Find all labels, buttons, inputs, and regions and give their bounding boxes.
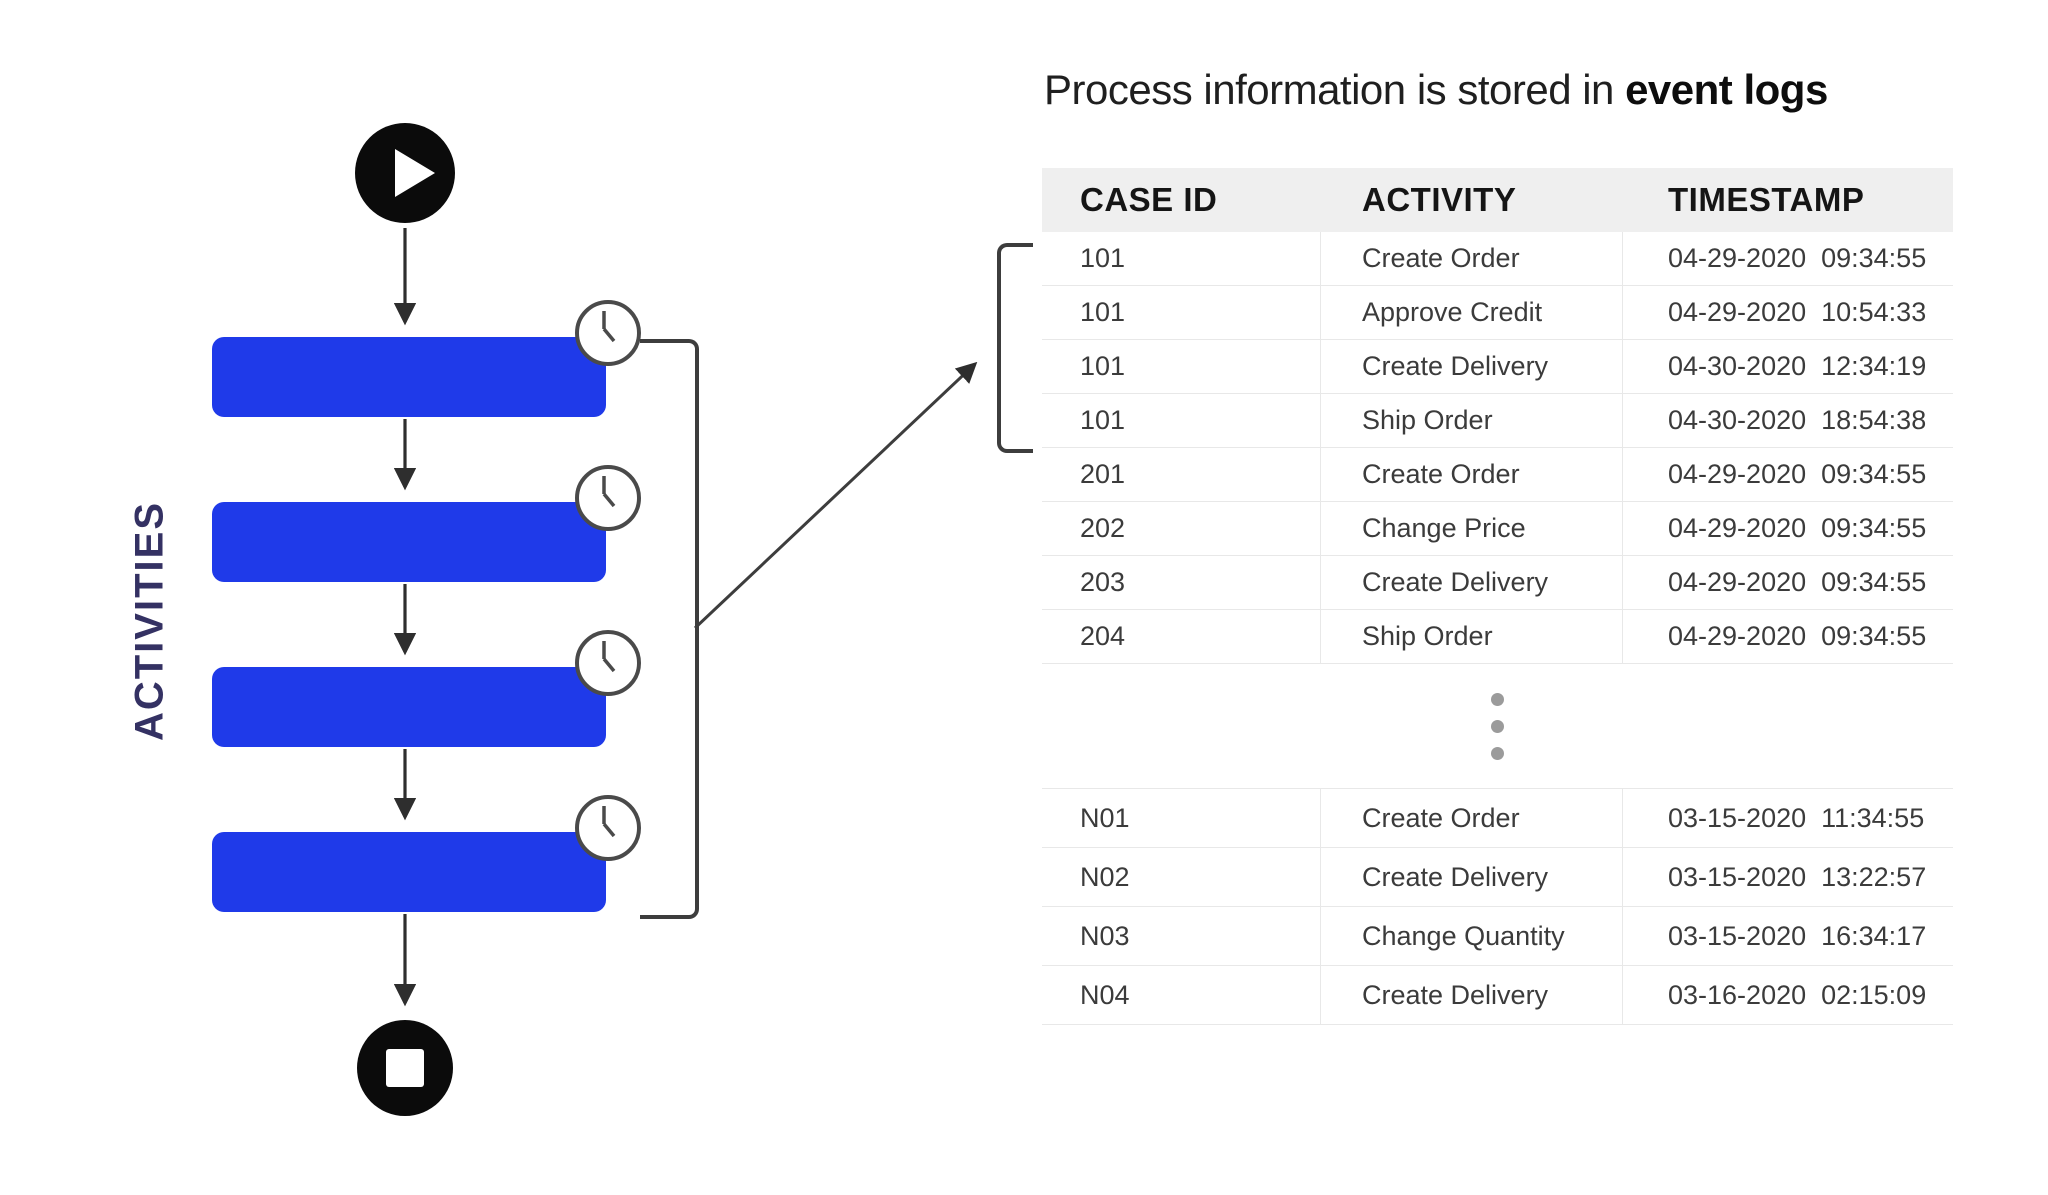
cell-case-id: 101 xyxy=(1042,394,1321,447)
play-triangle xyxy=(395,149,435,197)
title-text: Process information is stored in xyxy=(1044,66,1626,113)
cell-case-id: 202 xyxy=(1042,502,1321,555)
case-101-rows-bracket xyxy=(997,243,1033,453)
activities-axis-label: ACTIVITIES xyxy=(127,500,172,742)
table-row: N04 Create Delivery 03-16-2020 02:15:09 xyxy=(1042,966,1953,1025)
cell-activity: Create Delivery xyxy=(1321,966,1623,1024)
cell-activity: Ship Order xyxy=(1321,610,1623,663)
table-row: 201 Create Order 04-29-2020 09:34:55 xyxy=(1042,448,1953,502)
cell-timestamp: 04-29-2020 10:54:33 xyxy=(1668,297,1927,327)
cell-case-id: 101 xyxy=(1042,340,1321,393)
cell-timestamp: 04-30-2020 18:54:38 xyxy=(1668,405,1927,435)
cell-timestamp: 04-29-2020 09:34:55 xyxy=(1668,243,1927,273)
table-row: 204 Ship Order 04-29-2020 09:34:55 xyxy=(1042,610,1953,664)
stop-icon xyxy=(357,1020,453,1116)
cell-case-id: N03 xyxy=(1042,907,1321,965)
table-row: N01 Create Order 03-15-2020 11:34:55 xyxy=(1042,789,1953,848)
event-rows-bottom: N01 Create Order 03-15-2020 11:34:55 N02… xyxy=(1042,788,1953,1025)
cell-timestamp: 04-30-2020 12:34:19 xyxy=(1668,351,1927,381)
cell-timestamp: 04-29-2020 09:34:55 xyxy=(1668,621,1927,651)
cell-timestamp: 04-29-2020 09:34:55 xyxy=(1668,513,1927,543)
cell-timestamp: 04-29-2020 09:34:55 xyxy=(1668,459,1927,489)
ellipsis-dot xyxy=(1491,692,1504,706)
ellipsis-dot xyxy=(1491,719,1504,733)
cell-case-id: 101 xyxy=(1042,232,1321,285)
clock-icon-3 xyxy=(575,630,641,696)
stop-square xyxy=(386,1049,424,1087)
cell-case-id: 204 xyxy=(1042,610,1321,663)
table-row: N03 Change Quantity 03-15-2020 16:34:17 xyxy=(1042,907,1953,966)
ellipsis-dot xyxy=(1491,746,1504,760)
activity-box-3 xyxy=(212,667,606,747)
clock-icon-1 xyxy=(575,300,641,366)
cell-case-id: N02 xyxy=(1042,848,1321,906)
bracket-to-table-arrow xyxy=(693,361,978,630)
table-row: N02 Create Delivery 03-15-2020 13:22:57 xyxy=(1042,848,1953,907)
activity-box-1 xyxy=(212,337,606,417)
clock-icon-2 xyxy=(575,465,641,531)
activity-box-4 xyxy=(212,832,606,912)
cell-activity: Create Delivery xyxy=(1321,556,1623,609)
cell-timestamp: 03-15-2020 13:22:57 xyxy=(1668,861,1927,892)
vertical-ellipsis-dots xyxy=(1042,664,1953,788)
clock-icon-4 xyxy=(575,795,641,861)
table-row: 101 Create Delivery 04-30-2020 12:34:19 xyxy=(1042,340,1953,394)
cell-case-id: 101 xyxy=(1042,286,1321,339)
cell-timestamp: 03-15-2020 16:34:17 xyxy=(1668,920,1927,951)
cell-timestamp: 03-16-2020 02:15:09 xyxy=(1668,979,1927,1010)
table-row: 202 Change Price 04-29-2020 09:34:55 xyxy=(1042,502,1953,556)
table-row: 101 Ship Order 04-30-2020 18:54:38 xyxy=(1042,394,1953,448)
cell-case-id: 201 xyxy=(1042,448,1321,501)
page-title: Process information is stored in event l… xyxy=(1044,66,1828,114)
cell-activity: Create Delivery xyxy=(1321,340,1623,393)
header-activity: ACTIVITY xyxy=(1362,181,1517,218)
table-row: 203 Create Delivery 04-29-2020 09:34:55 xyxy=(1042,556,1953,610)
cell-activity: Change Price xyxy=(1321,502,1623,555)
cell-activity: Create Order xyxy=(1321,232,1623,285)
play-icon xyxy=(355,123,455,223)
cell-timestamp: 03-15-2020 11:34:55 xyxy=(1668,802,1925,833)
activity-box-2 xyxy=(212,502,606,582)
event-rows-top: 101 Create Order 04-29-2020 09:34:55 101… xyxy=(1042,232,1953,664)
cell-activity: Ship Order xyxy=(1321,394,1623,447)
title-bold-text: event logs xyxy=(1625,66,1828,113)
cell-activity: Create Delivery xyxy=(1321,848,1623,906)
cell-case-id: 203 xyxy=(1042,556,1321,609)
cell-case-id: N01 xyxy=(1042,789,1321,847)
cell-activity: Create Order xyxy=(1321,789,1623,847)
table-row: 101 Approve Credit 04-29-2020 10:54:33 xyxy=(1042,286,1953,340)
cell-case-id: N04 xyxy=(1042,966,1321,1024)
cell-activity: Create Order xyxy=(1321,448,1623,501)
header-timestamp: TIMESTAMP xyxy=(1668,181,1865,218)
activities-group-bracket xyxy=(640,339,699,919)
event-log-table: CASE ID ACTIVITY TIMESTAMP 101 Create Or… xyxy=(1042,168,1953,1025)
cell-activity: Approve Credit xyxy=(1321,286,1623,339)
table-header-row: CASE ID ACTIVITY TIMESTAMP xyxy=(1042,168,1953,232)
cell-timestamp: 04-29-2020 09:34:55 xyxy=(1668,567,1927,597)
header-case-id: CASE ID xyxy=(1080,181,1218,218)
table-row: 101 Create Order 04-29-2020 09:34:55 xyxy=(1042,232,1953,286)
cell-activity: Change Quantity xyxy=(1321,907,1623,965)
